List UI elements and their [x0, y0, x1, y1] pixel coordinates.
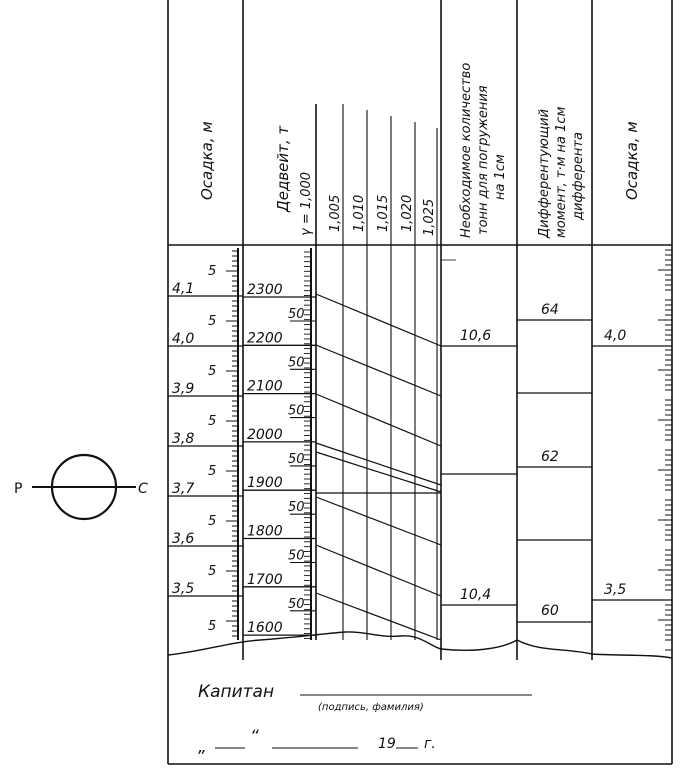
left-draft-half: 5: [208, 464, 216, 479]
density-label: 1,010: [352, 195, 367, 232]
table-frame: [167, 0, 673, 765]
deadweight-half-label: 50: [288, 597, 305, 612]
captain-label: Капитан: [198, 682, 274, 702]
tpc-header-line-2: тонн для погружения: [476, 85, 491, 235]
density-labels: 1,005 1,010 1,015 1,020 1,025: [328, 195, 437, 236]
correction-line: [315, 393, 442, 447]
mct-header-line-2: момент, т·м на 1см: [554, 106, 569, 238]
year-suffix: г.: [424, 736, 436, 752]
plimsoll-symbol: Р С: [14, 453, 148, 521]
left-draft-label: 3,5: [172, 581, 194, 597]
left-draft-label: 3,8: [172, 431, 194, 447]
right-draft-label: 3,5: [604, 582, 626, 598]
left-draft-half: 5: [208, 314, 216, 329]
scale-bottom-edge: [167, 631, 673, 659]
deadweight-label: 2300: [247, 282, 283, 298]
draft-right-header: Осадка, м: [623, 121, 641, 200]
density-label: 1,025: [422, 199, 437, 236]
deadweight-label: 2200: [247, 330, 283, 346]
correction-line: [315, 442, 442, 486]
deadweight-half-label: 50: [288, 452, 305, 467]
tpc-label: 10,4: [460, 587, 491, 603]
left-draft-label: 4,0: [172, 331, 194, 347]
column-headers: Осадка, м Дедвейт, т γ = 1,000 1,005 1,01…: [198, 63, 641, 239]
mct-label: 64: [541, 302, 559, 318]
right-draft-scale: 4,0 3,5: [592, 249, 672, 651]
tpc-header-line-1: Необходимое количество: [459, 63, 474, 238]
mct-header-line-3: дифферента: [571, 132, 586, 221]
left-draft-half: 5: [208, 514, 216, 529]
deadweight-half-label: 50: [288, 355, 305, 370]
deadweight-label: 1600: [247, 620, 283, 636]
correction-line: [315, 544, 442, 597]
density-lines: [342, 104, 438, 640]
right-draft-label: 4,0: [604, 328, 626, 344]
deadweight-label: 1900: [247, 475, 283, 491]
correction-line: [315, 344, 442, 397]
year-prefix: 19: [378, 736, 396, 752]
deadweight-half-label: 50: [288, 404, 305, 419]
mct-label: 62: [541, 449, 559, 465]
deadweight-label: 1700: [247, 572, 283, 588]
left-draft-half: 5: [208, 364, 216, 379]
left-draft-label: 4,1: [172, 281, 194, 297]
footer: Капитан (подпись, фамилия) „ “ 19 г.: [198, 682, 532, 757]
deadweight-half-label: 50: [288, 307, 305, 322]
deadweight-header: Дедвейт, т: [274, 125, 292, 213]
tpc-scale: 10,6 10,4: [441, 259, 517, 606]
left-draft-half: 5: [208, 264, 216, 279]
date-quote-open: „: [198, 737, 207, 757]
signature-hint: (подпись, фамилия): [318, 702, 424, 713]
mct-label: 60: [541, 603, 559, 619]
date-quote-close: “: [250, 727, 259, 747]
correction-line: [315, 293, 442, 347]
correction-line: [315, 592, 442, 641]
mct-scale: 64 62 60: [517, 302, 592, 623]
deadweight-label: 2000: [247, 427, 283, 443]
correction-line: [315, 451, 442, 493]
tpc-header-line-3: на 1см: [493, 154, 508, 200]
density-label: 1,020: [400, 195, 415, 232]
deadweight-half-label: 50: [288, 549, 305, 564]
correction-line: [315, 496, 442, 546]
tpc-label: 10,6: [460, 328, 491, 344]
left-draft-half: 5: [208, 564, 216, 579]
symbol-left-letter: Р: [14, 481, 22, 497]
density-label: 1,015: [376, 195, 391, 232]
gamma-label: γ = 1,000: [299, 172, 314, 236]
deadweight-half-label: 50: [288, 500, 305, 515]
draft-left-header: Осадка, м: [198, 121, 216, 200]
density-label: 1,005: [328, 195, 343, 232]
deadweight-label: 1800: [247, 524, 283, 540]
symbol-right-letter: С: [138, 481, 148, 497]
left-draft-label: 3,6: [172, 531, 194, 547]
left-draft-half: 5: [208, 619, 216, 634]
mct-header-line-1: Дифферентующий: [537, 109, 552, 239]
density-correction-lines: [315, 293, 442, 641]
left-draft-scale: 4,1 5 4,0 5 3,9 5 3,8 5 3,7 5 3,6 5 3,5 5 5: [168, 248, 243, 640]
deadweight-scale: 2300 50 2200 50 2100 50 2000 50 1900 50 1800 50 1700…: [243, 248, 316, 640]
left-draft-label: 3,7: [172, 481, 194, 497]
left-draft-half: 5: [208, 414, 216, 429]
left-draft-label: 3,9: [172, 381, 194, 397]
deadweight-label: 2100: [247, 379, 283, 395]
